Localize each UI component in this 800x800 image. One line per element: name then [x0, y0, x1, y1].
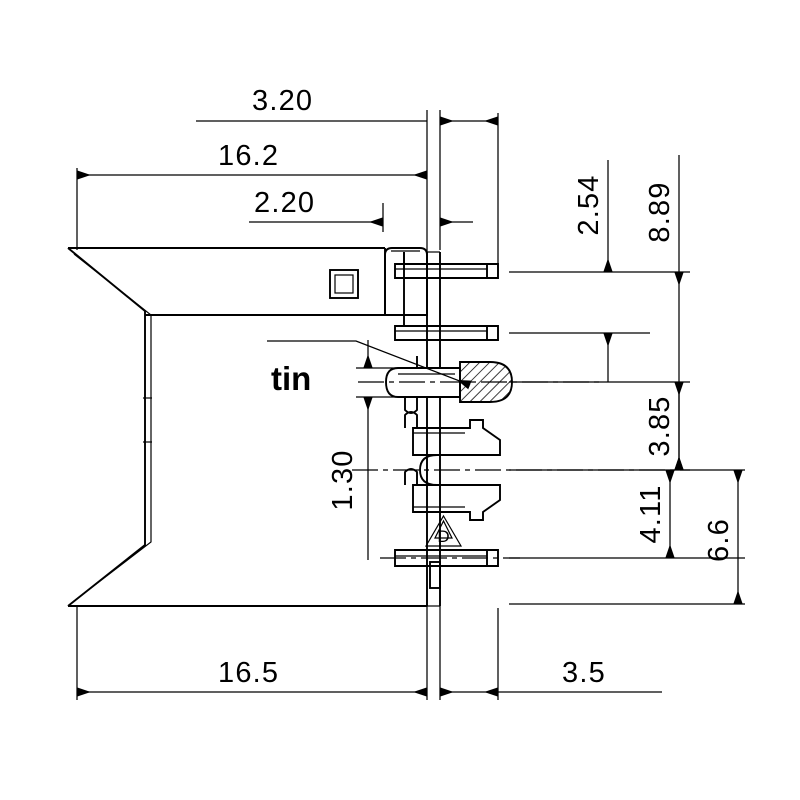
latch-contact-assembly [404, 411, 501, 521]
dim-6-6-text: 6.6 [703, 518, 735, 562]
dim-1-30-text: 1.30 [327, 449, 359, 510]
dim-16-5-text: 16.5 [218, 657, 279, 689]
tin-label-text: tin [271, 360, 311, 397]
polarity-letter: D [437, 527, 449, 546]
dim-2-54-text: 2.54 [573, 174, 605, 235]
tinned-terminal-pin [385, 356, 513, 414]
mounting-wall-plate [426, 251, 441, 607]
connector-housing-outline [67, 247, 427, 607]
dim-1-30: 1.30 [327, 340, 404, 560]
dim-2-20: 2.20 [249, 187, 473, 227]
dim-4-11: 4.11 [635, 470, 675, 558]
polarity-mark-symbol: D [424, 514, 463, 547]
dim-2-54: 2.54 [573, 160, 613, 382]
dim-2-20-text: 2.20 [254, 187, 315, 219]
housing-upper-right-block [384, 247, 428, 316]
dim-3-20: 3.20 [196, 85, 498, 126]
dim-16-2: 16.2 [77, 140, 427, 180]
dim-3-20-text: 3.20 [252, 85, 313, 117]
terminal-pin-2 [394, 252, 499, 341]
dim-16-2-text: 16.2 [218, 140, 279, 172]
dim-16-5: 16.5 [77, 657, 427, 697]
terminal-pin-1 [394, 252, 499, 279]
dim-8-89-text: 8.89 [644, 181, 676, 242]
dim-3-85-text: 3.85 [644, 395, 676, 456]
square-detail-feature [329, 269, 359, 299]
tin-callout: tin [267, 340, 472, 397]
dim-4-11-text: 4.11 [635, 484, 667, 543]
center-lines [352, 381, 690, 559]
dim-3-5: 3.5 [440, 657, 662, 697]
dim-6-6: 6.6 [509, 470, 745, 605]
dim-3-5-text: 3.5 [562, 657, 606, 689]
dim-3-85: 3.85 [644, 382, 684, 470]
dim-8-89: 8.89 [644, 155, 684, 470]
